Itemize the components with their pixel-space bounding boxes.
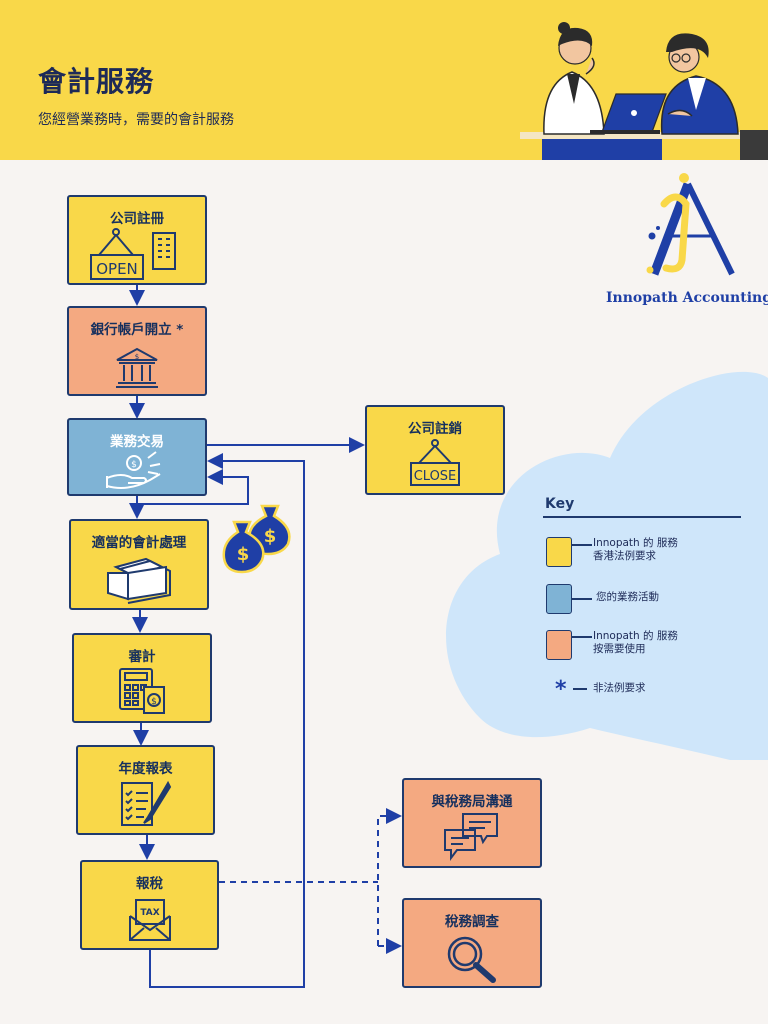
step-label: 適當的會計處理 xyxy=(91,535,187,551)
close-sign-icon: CLOSE xyxy=(410,439,460,486)
svg-text:TAX: TAX xyxy=(140,908,159,918)
open-sign-icon: OPEN xyxy=(90,228,176,280)
step-label: 稅務調查 xyxy=(445,914,499,930)
step-annual-return: 年度報表 xyxy=(76,745,215,835)
page-subtitle: 您經營業務時，需要的會計服務 xyxy=(38,112,234,128)
key-connector xyxy=(572,544,592,546)
step-label: 年度報表 xyxy=(118,761,173,777)
key-item-label: Innopath 的 服務 香港法例要求 xyxy=(593,537,678,562)
logo-text: Innopath Accounting xyxy=(606,290,768,306)
file-drawer-icon xyxy=(107,557,171,604)
calculator-icon: $ xyxy=(119,668,165,714)
checklist-icon xyxy=(120,780,171,826)
step-label: 銀行帳戶開立 * xyxy=(90,322,184,338)
key-swatch-yellow xyxy=(546,537,572,567)
svg-text:CLOSE: CLOSE xyxy=(414,469,457,484)
key-item-label: 您的業務活動 xyxy=(596,591,659,603)
key-asterisk-symbol: * xyxy=(555,677,567,702)
bank-icon: $ xyxy=(116,347,158,388)
step-tax-investigation: 稅務調查 xyxy=(402,898,542,988)
chat-bubbles-icon xyxy=(444,813,498,861)
key-connector xyxy=(572,598,592,600)
tax-envelope-icon: TAX xyxy=(128,899,171,941)
step-label: 審計 xyxy=(128,649,156,665)
innopath-logo-icon xyxy=(646,173,735,276)
svg-text:$: $ xyxy=(151,697,157,707)
svg-text:$: $ xyxy=(131,460,137,470)
step-ird-communication: 與稅務局溝通 xyxy=(402,778,542,868)
step-label: 公司註冊 xyxy=(110,211,164,227)
svg-text:$: $ xyxy=(237,544,250,565)
step-label: 報稅 xyxy=(136,876,163,892)
step-bookkeeping: 適當的會計處理 xyxy=(69,519,209,610)
header-banner: 會計服務 您經營業務時，需要的會計服務 xyxy=(0,0,768,160)
key-swatch-orange xyxy=(546,630,572,660)
key-item-label: Innopath 的 服務 按需要使用 xyxy=(593,630,678,655)
step-audit: 審計 $ xyxy=(72,633,212,723)
step-label: 業務交易 xyxy=(110,434,164,450)
key-divider xyxy=(543,516,741,518)
key-title: Key xyxy=(545,496,575,512)
step-bank-account: 銀行帳戶開立 * $ xyxy=(67,306,207,396)
magnifier-icon xyxy=(447,936,496,983)
money-bags-icon: $ $ xyxy=(222,504,291,574)
step-company-registration: 公司註冊 OPEN xyxy=(67,195,207,285)
people-at-desk-illustration xyxy=(520,22,768,160)
key-connector xyxy=(573,688,587,690)
svg-text:$: $ xyxy=(264,526,277,547)
step-label: 公司註銷 xyxy=(408,421,462,437)
key-swatch-blue xyxy=(546,584,572,614)
key-connector xyxy=(572,636,592,638)
step-company-deregistration: 公司註銷 CLOSE xyxy=(365,405,505,495)
step-label: 與稅務局溝通 xyxy=(431,794,513,810)
hand-coin-icon: $ xyxy=(106,451,161,489)
cloud-background xyxy=(446,371,768,760)
svg-text:OPEN: OPEN xyxy=(96,260,138,278)
svg-text:$: $ xyxy=(135,353,139,361)
step-tax-filing: 報稅 TAX xyxy=(80,860,219,950)
step-business-transactions: 業務交易 $ xyxy=(67,418,207,496)
page-title: 會計服務 xyxy=(38,65,155,98)
key-item-label: 非法例要求 xyxy=(593,682,646,694)
